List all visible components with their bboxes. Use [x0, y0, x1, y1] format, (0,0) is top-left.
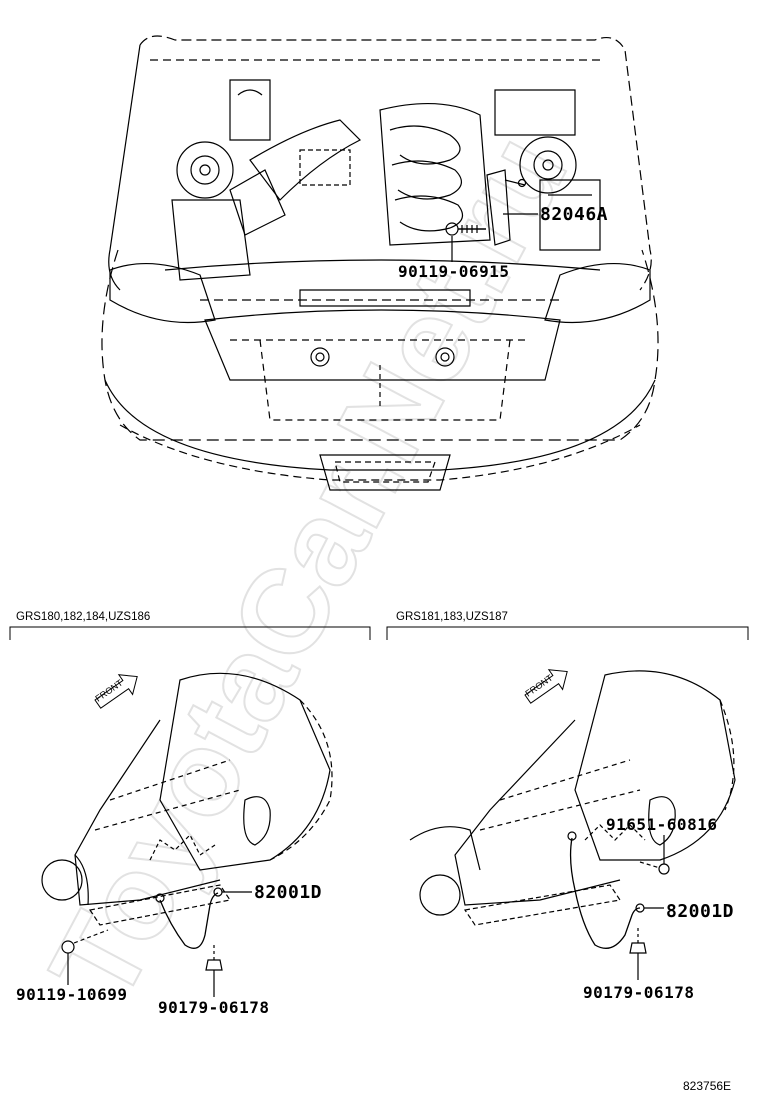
right-panel-bracket — [386, 626, 749, 640]
label-90179-06178-left: 90179-06178 — [158, 998, 269, 1017]
engine-bay-illustration — [101, 35, 659, 491]
label-82046A: 82046A — [540, 204, 608, 225]
right-panel: GRS181,183,UZS187 FRONT — [386, 611, 749, 1002]
label-82001D-left: 82001D — [254, 882, 322, 903]
diagram-code: 823756E — [683, 1079, 731, 1093]
right-panel-models: GRS181,183,UZS187 — [396, 611, 508, 623]
front-arrow-icon — [94, 674, 138, 709]
label-90119-06915: 90119-06915 — [398, 262, 509, 281]
front-arrow-icon — [524, 669, 568, 704]
transmission-illustration — [41, 672, 333, 997]
label-82001D-right: 82001D — [666, 901, 734, 922]
left-panel: GRS180,182,184,UZS186 FRONT — [9, 611, 371, 1017]
label-90179-06178-right: 90179-06178 — [583, 983, 694, 1002]
transmission-illustration — [409, 670, 736, 980]
label-91651-60816: 91651-60816 — [606, 815, 717, 834]
left-panel-bracket — [9, 626, 371, 640]
label-90119-10699: 90119-10699 — [16, 985, 127, 1004]
left-panel-models: GRS180,182,184,UZS186 — [16, 611, 150, 623]
